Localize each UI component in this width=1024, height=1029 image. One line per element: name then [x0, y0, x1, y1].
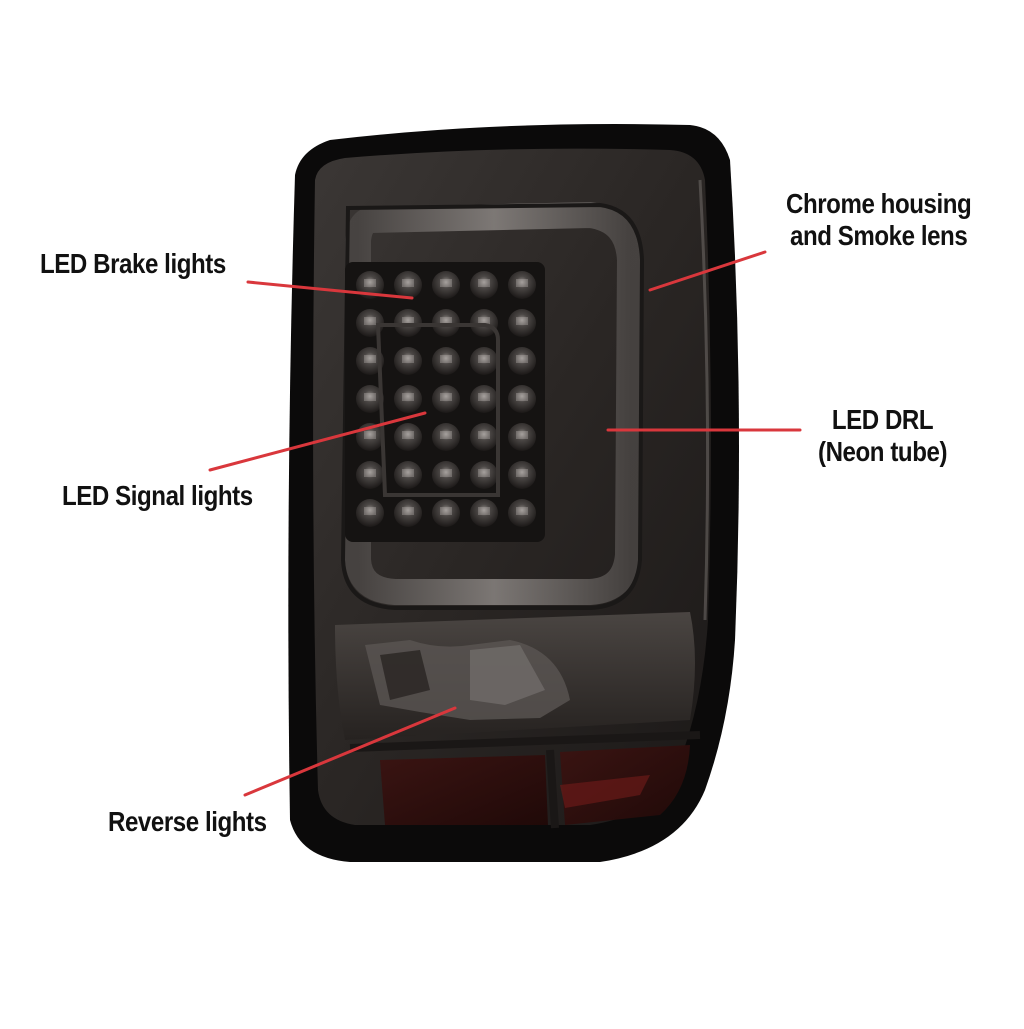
led-bulb — [432, 271, 460, 299]
led-highlight — [478, 279, 490, 287]
led-highlight — [364, 431, 376, 439]
lower-red-lens-left — [380, 755, 548, 825]
led-highlight — [516, 507, 528, 515]
label-led-drl: LED DRL (Neon tube) — [818, 404, 947, 468]
led-bulb — [508, 347, 536, 375]
led-bulb — [508, 309, 536, 337]
led-bulb — [356, 385, 384, 413]
led-bulb — [394, 385, 422, 413]
led-bulb — [356, 347, 384, 375]
led-bulb — [470, 385, 498, 413]
led-highlight — [364, 507, 376, 515]
led-bulb — [508, 461, 536, 489]
label-led-signal-lights: LED Signal lights — [62, 480, 253, 512]
led-highlight — [402, 317, 414, 325]
led-grid — [356, 271, 536, 527]
led-highlight — [478, 469, 490, 477]
led-highlight — [364, 393, 376, 401]
led-highlight — [440, 355, 452, 363]
led-bulb — [432, 461, 460, 489]
led-highlight — [478, 507, 490, 515]
led-highlight — [402, 507, 414, 515]
led-highlight — [516, 355, 528, 363]
led-highlight — [364, 355, 376, 363]
led-bulb — [432, 423, 460, 451]
led-bulb — [470, 499, 498, 527]
led-highlight — [516, 469, 528, 477]
led-bulb — [394, 461, 422, 489]
led-highlight — [478, 431, 490, 439]
led-highlight — [402, 431, 414, 439]
label-line: LED DRL — [831, 404, 934, 435]
led-highlight — [516, 393, 528, 401]
led-highlight — [440, 469, 452, 477]
led-bulb — [394, 499, 422, 527]
label-line: Reverse lights — [108, 806, 267, 837]
led-highlight — [402, 469, 414, 477]
led-highlight — [402, 393, 414, 401]
led-bulb — [356, 499, 384, 527]
label-line: and Smoke lens — [789, 220, 968, 251]
led-bulb — [432, 385, 460, 413]
label-line: LED Signal lights — [62, 480, 253, 511]
led-highlight — [364, 279, 376, 287]
led-highlight — [516, 431, 528, 439]
leader-line-signal — [208, 411, 427, 472]
led-highlight — [440, 317, 452, 325]
neon-tube — [345, 201, 644, 605]
label-line: LED Brake lights — [40, 248, 226, 279]
led-highlight — [516, 317, 528, 325]
led-highlight — [440, 507, 452, 515]
led-bulb — [470, 423, 498, 451]
led-bulb — [432, 499, 460, 527]
led-highlight — [516, 279, 528, 287]
leader-line-housing — [648, 250, 767, 292]
led-bulb — [394, 423, 422, 451]
led-bulb — [508, 385, 536, 413]
label-reverse-lights: Reverse lights — [108, 806, 267, 838]
led-highlight — [440, 431, 452, 439]
label-line: Chrome housing — [786, 188, 972, 219]
led-bulb — [356, 461, 384, 489]
led-highlight — [478, 317, 490, 325]
leader-line-brake — [246, 280, 414, 300]
led-bulb — [470, 461, 498, 489]
led-highlight — [364, 317, 376, 325]
led-highlight — [402, 355, 414, 363]
led-bulb — [470, 347, 498, 375]
label-led-brake-lights: LED Brake lights — [40, 248, 226, 280]
led-bulb — [508, 271, 536, 299]
led-highlight — [478, 355, 490, 363]
label-line: (Neon tube) — [818, 436, 948, 467]
leader-line-reverse — [243, 706, 457, 797]
led-bulb — [508, 423, 536, 451]
led-highlight — [364, 469, 376, 477]
led-highlight — [478, 393, 490, 401]
label-chrome-housing: Chrome housing and Smoke lens — [786, 188, 972, 252]
led-bulb — [470, 271, 498, 299]
led-bulb — [394, 347, 422, 375]
led-bulb — [394, 271, 422, 299]
led-highlight — [440, 393, 452, 401]
led-bulb — [432, 347, 460, 375]
led-bulb — [508, 499, 536, 527]
led-highlight — [402, 279, 414, 287]
led-highlight — [440, 279, 452, 287]
